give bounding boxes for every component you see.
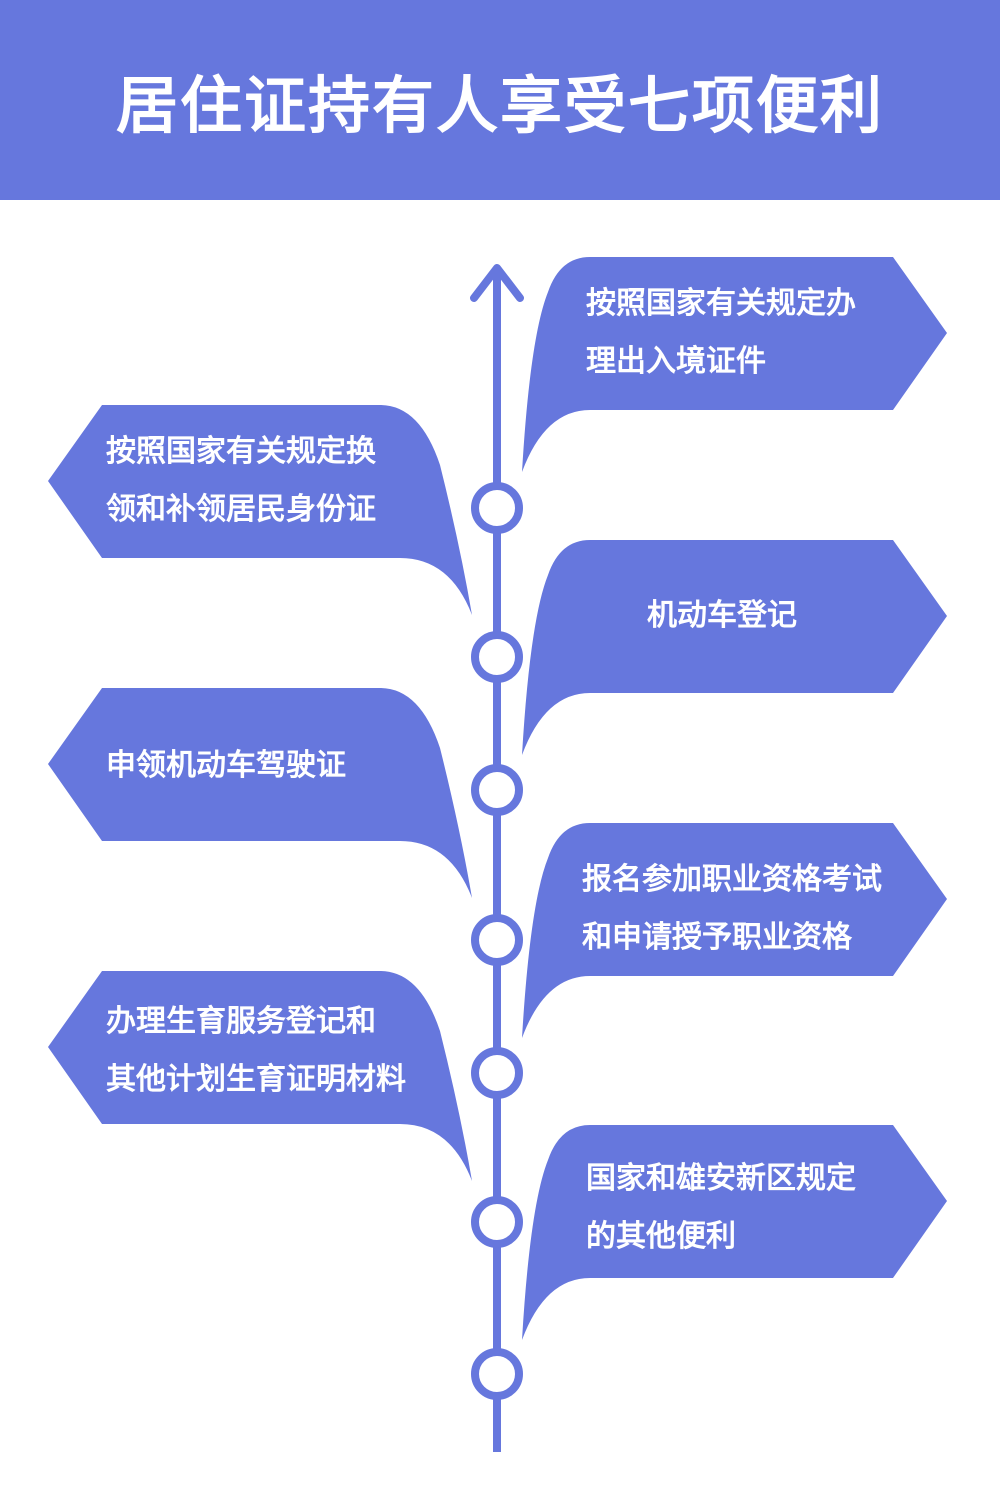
timeline-node: [471, 1196, 523, 1248]
item-2-line-2: 领和补领居民身份证: [106, 492, 376, 527]
timeline-node: [471, 631, 523, 683]
timeline-node: [471, 764, 523, 816]
item-7-line-1: 国家和雄安新区规定: [586, 1161, 856, 1196]
item-3-line-1: 机动车登记: [647, 598, 797, 633]
arrow-up-icon: [470, 264, 524, 302]
item-2-line-1: 按照国家有关规定换: [106, 434, 377, 469]
page-title: 居住证持有人享受七项便利: [115, 69, 884, 142]
timeline-node: [471, 482, 523, 534]
item-5-line-1: 报名参加职业资格考试: [582, 862, 882, 897]
item-5-line-2: 和申请授予职业资格: [582, 920, 853, 955]
item-6-line-1: 办理生育服务登记和: [106, 1004, 376, 1039]
callout-shape-4: [48, 688, 472, 898]
header-banner: 居住证持有人享受七项便利: [0, 0, 1000, 200]
callout-shape-3: [522, 540, 947, 755]
item-1-line-2: 理出入境证件: [586, 344, 766, 379]
item-4-line-1: 申领机动车驾驶证: [106, 748, 346, 783]
item-7-line-2: 的其他便利: [586, 1219, 736, 1254]
timeline-node: [471, 1348, 523, 1400]
item-6-line-2: 其他计划生育证明材料: [106, 1062, 406, 1097]
item-1-line-1: 按照国家有关规定办: [586, 286, 856, 321]
timeline-node: [471, 914, 523, 966]
timeline-node: [471, 1047, 523, 1099]
